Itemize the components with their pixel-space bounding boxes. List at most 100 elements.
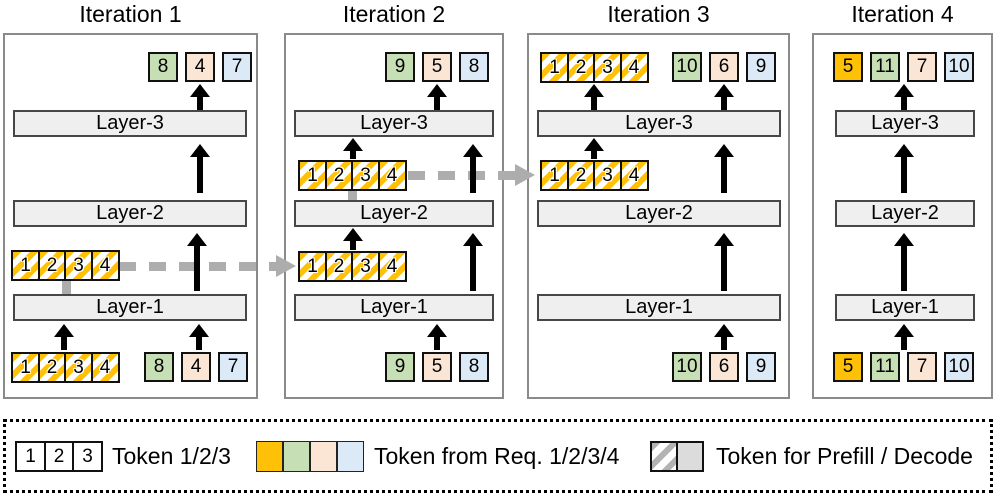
legend-prefill-decode-swatches — [650, 441, 704, 472]
iter4-layer-1: Layer-1 — [835, 294, 975, 321]
iter2-layer-3: Layer-3 — [294, 110, 494, 137]
prefill-token: 3 — [593, 160, 622, 191]
iter2-input-tokens: 9 5 8 — [385, 352, 489, 382]
prefill-output-stub-iter1 — [62, 278, 71, 296]
token: 8 — [459, 352, 489, 382]
up-arrow-icon — [186, 233, 208, 291]
up-arrow-icon — [893, 324, 915, 350]
legend-decode-swatch — [675, 441, 704, 472]
prefill-token: 3 — [64, 250, 93, 281]
iter1-output-tokens: 8 4 7 — [148, 52, 252, 82]
legend-req2-swatch — [283, 441, 310, 472]
prefill-token: 3 — [64, 352, 93, 383]
token: 7 — [907, 52, 937, 82]
up-arrow-icon — [893, 144, 915, 193]
prefill-output-stub-iter2 — [348, 186, 357, 202]
token: 10 — [672, 352, 702, 382]
token: 7 — [222, 52, 252, 82]
token: 9 — [385, 52, 415, 82]
legend-req1-swatch — [256, 441, 283, 472]
prefill-token: 1 — [11, 250, 40, 281]
up-arrow-icon — [893, 233, 915, 291]
token: 11 — [870, 52, 900, 82]
up-arrow-icon — [189, 84, 211, 110]
iter4-input-tokens: 5 11 7 10 — [833, 352, 974, 382]
iteration-2-panel — [284, 33, 504, 399]
up-arrow-icon — [462, 233, 484, 291]
prefill-token: 1 — [11, 352, 40, 383]
iter3-output-tokens: 10 6 9 — [672, 52, 776, 82]
token: 8 — [459, 52, 489, 82]
iter2-layer-1: Layer-1 — [294, 294, 494, 321]
iteration-2-title: Iteration 2 — [342, 1, 446, 27]
iter3-input-tokens: 10 6 9 — [672, 352, 776, 382]
iter3-layer-3: Layer-3 — [537, 110, 781, 137]
prefill-token: 4 — [90, 352, 120, 383]
iter4-layer-3: Layer-3 — [835, 110, 975, 137]
prefill-token: 2 — [566, 160, 596, 191]
token: 9 — [746, 52, 776, 82]
legend-request-colors — [256, 441, 364, 472]
token: 10 — [944, 52, 974, 82]
legend-req3-swatch — [310, 441, 337, 472]
token: 8 — [144, 352, 174, 382]
token: 7 — [218, 352, 248, 382]
iteration-1-title: Iteration 1 — [79, 1, 182, 27]
prefill-token: 4 — [619, 160, 649, 191]
up-arrow-icon — [342, 228, 364, 250]
iter3-prefill-strip-mid: 1 2 3 4 — [540, 160, 649, 191]
iter1-input-tokens: 8 4 7 — [144, 352, 248, 382]
iteration-4-title: Iteration 4 — [851, 1, 954, 27]
iteration-3-panel — [527, 33, 790, 399]
token: 9 — [385, 352, 415, 382]
up-arrow-icon — [188, 324, 210, 350]
prefill-token: 2 — [324, 251, 354, 282]
token: 5 — [422, 52, 452, 82]
prefill-token: 2 — [566, 52, 596, 83]
token: 8 — [148, 52, 178, 82]
token: 5 — [833, 52, 863, 82]
prefill-token: 4 — [377, 160, 407, 191]
legend-req4-swatch — [337, 441, 364, 472]
token: 4 — [181, 352, 211, 382]
legend-token-cell: 2 — [43, 441, 75, 472]
up-arrow-icon — [53, 324, 75, 350]
up-arrow-icon — [713, 233, 735, 291]
iter2-layer-2: Layer-2 — [294, 200, 494, 227]
token: 7 — [907, 352, 937, 382]
up-arrow-icon — [713, 144, 735, 193]
legend-prefill-swatch — [650, 441, 678, 472]
token: 9 — [746, 352, 776, 382]
legend-token-label: Token 1/2/3 — [112, 443, 231, 469]
up-arrow-icon — [426, 324, 448, 350]
token: 10 — [944, 352, 974, 382]
legend-token-cell: 3 — [72, 441, 103, 472]
iter3-layer-1: Layer-1 — [537, 294, 781, 321]
iter1-prefill-strip-input: 1 2 3 4 — [11, 352, 120, 383]
prefill-token: 3 — [593, 52, 622, 83]
prefill-token: 3 — [351, 251, 380, 282]
token: 5 — [833, 352, 863, 382]
up-arrow-icon — [342, 138, 364, 159]
token: 6 — [709, 352, 739, 382]
legend-prefill-decode-label: Token for Prefill / Decode — [716, 443, 973, 469]
token: 5 — [422, 352, 452, 382]
up-arrow-icon — [189, 144, 211, 193]
prefill-migration-arrow-2to3 — [408, 171, 516, 180]
up-arrow-icon — [893, 84, 915, 110]
prefill-token: 2 — [37, 250, 67, 281]
prefill-token: 3 — [351, 160, 380, 191]
up-arrow-icon — [583, 84, 605, 110]
legend-request-label: Token from Req. 1/2/3/4 — [374, 443, 620, 469]
prefill-token: 1 — [298, 251, 327, 282]
up-arrow-icon — [713, 84, 735, 110]
up-arrow-icon — [426, 84, 448, 110]
up-arrow-icon — [583, 138, 605, 159]
token: 6 — [709, 52, 739, 82]
prefill-token: 1 — [298, 160, 327, 191]
iter1-prefill-strip-mid: 1 2 3 4 — [11, 250, 120, 281]
iteration-1-panel — [3, 33, 258, 399]
iteration-3-title: Iteration 3 — [607, 1, 710, 27]
iteration-4-panel — [812, 33, 993, 399]
